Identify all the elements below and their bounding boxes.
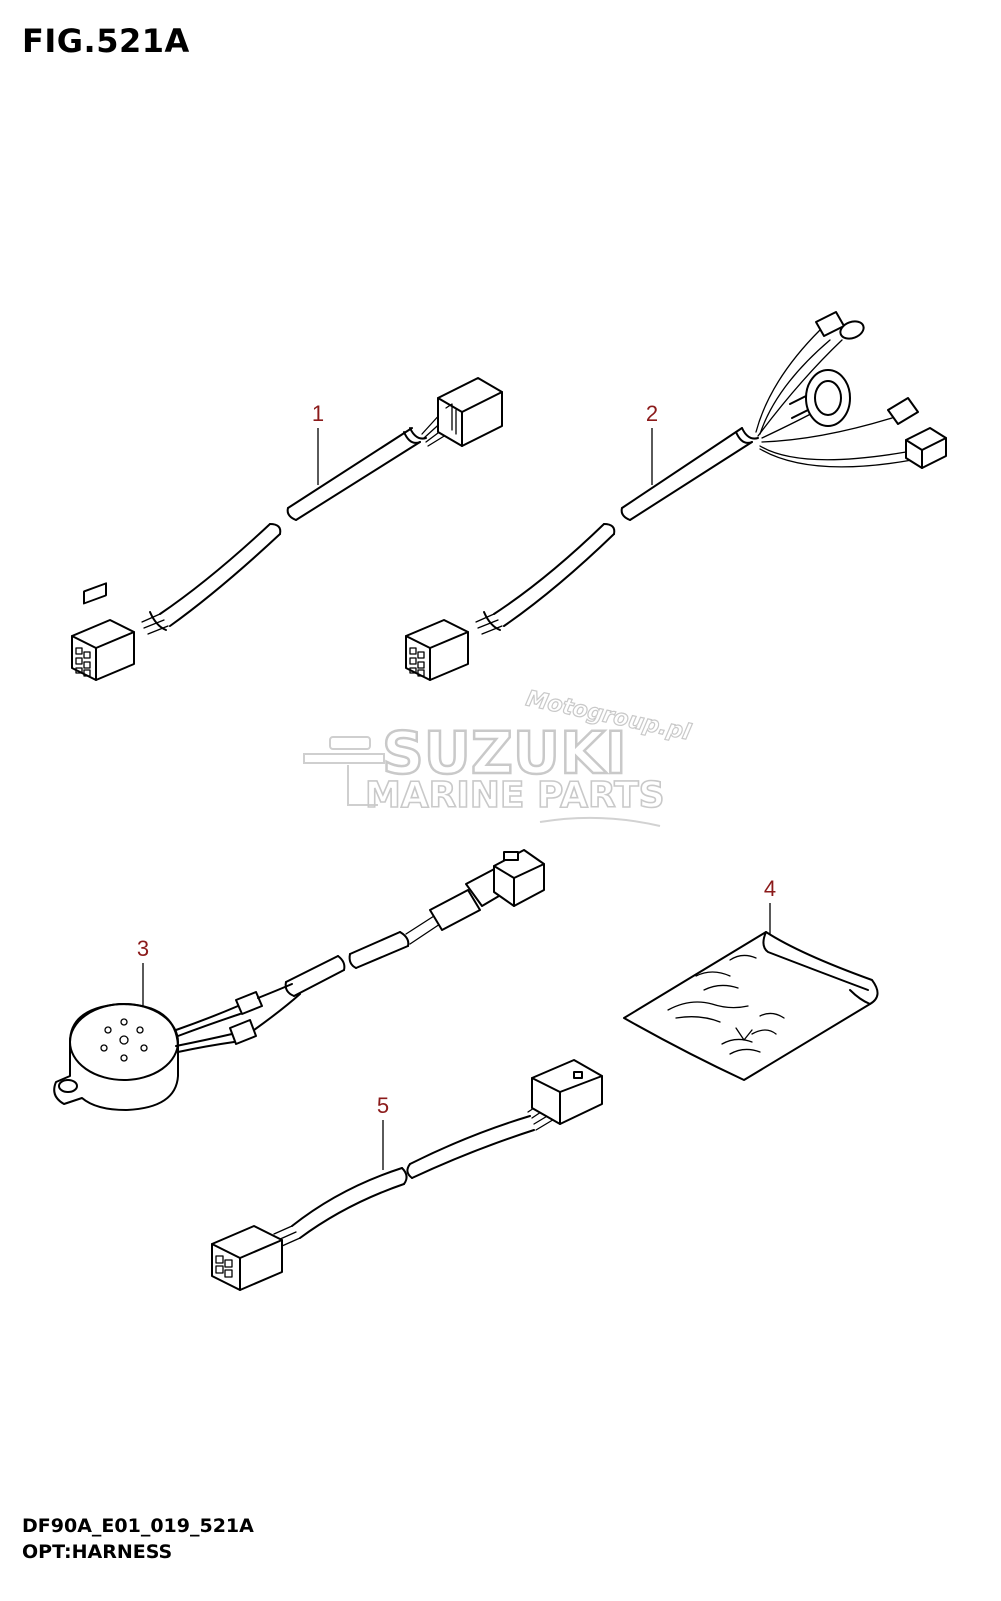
figure-code: DF90A_E01_019_521A bbox=[22, 1515, 254, 1537]
part-4-bag[interactable] bbox=[623, 931, 879, 1081]
part-3-buzzer[interactable] bbox=[53, 849, 545, 1111]
watermark-logo bbox=[303, 736, 385, 806]
callout-label-4[interactable]: 4 bbox=[764, 876, 776, 901]
callout-label-2[interactable]: 2 bbox=[646, 401, 658, 426]
watermark: SUZUKI MARINE PARTS Motogroup.pl bbox=[303, 686, 694, 827]
callout-label-5[interactable]: 5 bbox=[377, 1093, 389, 1118]
part-5-harness[interactable] bbox=[211, 1059, 603, 1291]
part-2-harness[interactable] bbox=[405, 311, 947, 681]
figure-title: FIG.521A bbox=[22, 22, 190, 60]
callout-label-3[interactable]: 3 bbox=[137, 936, 149, 961]
callout-label-1[interactable]: 1 bbox=[312, 401, 324, 426]
part-1-harness[interactable] bbox=[71, 377, 503, 681]
bag-contents bbox=[667, 954, 785, 1055]
watermark-subtitle: MARINE PARTS bbox=[365, 775, 665, 816]
watermark-brand: SUZUKI bbox=[382, 719, 627, 787]
figure-name: OPT:HARNESS bbox=[22, 1541, 173, 1563]
